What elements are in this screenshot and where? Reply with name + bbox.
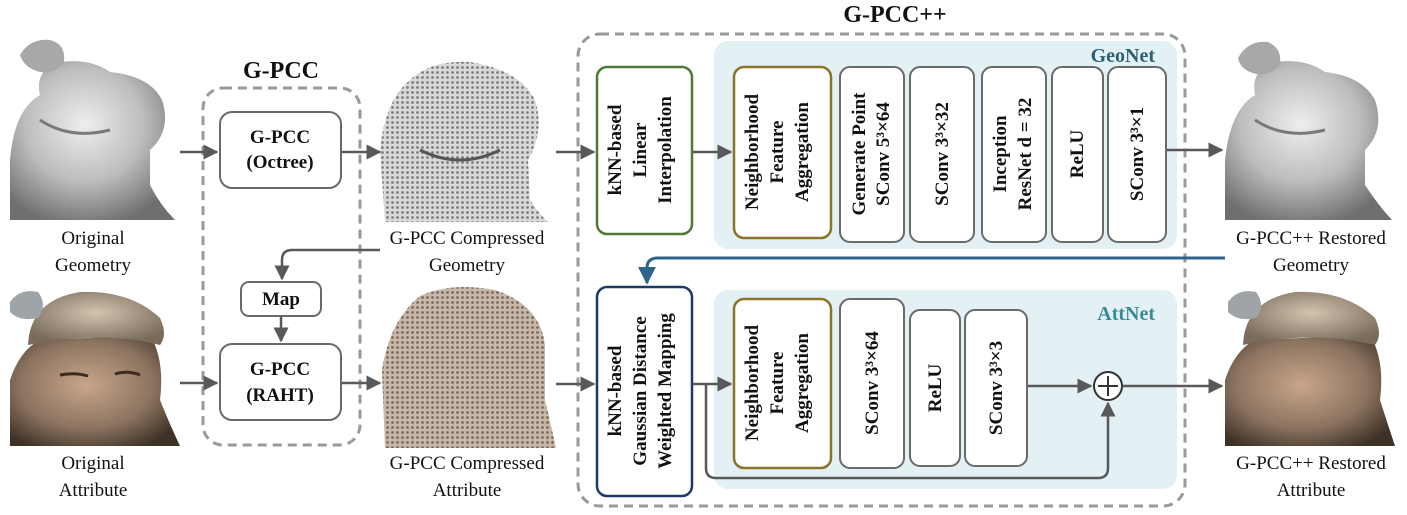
svg-text:Linear: Linear [630,122,651,177]
svg-text:Feature: Feature [767,352,788,415]
svg-text:Map: Map [262,289,300,310]
svg-text:G-PCC: G-PCC [250,359,310,380]
gpcc-title: G-PCC [243,58,319,84]
gpcc-octree-block: G-PCC (Octree) [219,111,342,189]
caption-original-attribute-line2: Attribute [59,480,128,501]
gpccpp-title: G-PCC++ [843,2,946,28]
caption-original-attribute-line1: Original [61,453,124,474]
gpcc-raht-block: G-PCC (RAHT) [219,343,342,421]
original-attribute-image [10,291,180,446]
svg-text:(Octree): (Octree) [246,152,313,173]
svg-text:kNN-based: kNN-based [605,345,626,436]
svg-text:Aggregation: Aggregation [792,333,813,433]
gpccpp-dashed-border [576,32,1187,508]
attnet-knn-block: kNN-based Gaussian Distance Weighted Map… [595,285,694,498]
svg-text:SConv 3³×3: SConv 3³×3 [986,341,1007,435]
svg-text:Gaussian Distance: Gaussian Distance [630,316,651,465]
caption-restored-attribute-line2: Attribute [1277,480,1346,501]
caption-compressed-attribute-line2: Attribute [433,480,502,501]
svg-text:ResNet d = 32: ResNet d = 32 [1015,98,1036,211]
restored-geometry-image [1225,41,1392,220]
compressed-attribute-image [382,287,556,448]
geonet-label: GeoNet [1091,45,1156,67]
svg-text:Inception: Inception [990,115,1011,193]
geonet-sconv1-block: SConv 3³×1 [1107,66,1167,243]
geonet-neighborhood-feature-aggregation-block: Neighborhood Feature Aggregation [732,65,833,240]
original-geometry-image [10,39,175,220]
caption-compressed-attribute-line1: G-PCC Compressed [390,453,545,474]
svg-text:SConv 3³×32: SConv 3³×32 [932,102,953,206]
gpccpp-arrows [556,142,1224,480]
caption-restored-geometry-line2: Geometry [1273,255,1349,276]
svg-text:SConv 3³×1: SConv 3³×1 [1127,107,1148,201]
caption-restored-attribute-line1: G-PCC++ Restored [1236,453,1386,474]
svg-text:Aggregation: Aggregation [792,102,813,202]
svg-text:SConv 5³×64: SConv 5³×64 [873,102,894,206]
gpcc-arrows [180,144,382,391]
attnet-sconv3-block: SConv 3³×3 [964,309,1028,467]
svg-text:ReLU: ReLU [925,363,946,412]
svg-text:ReLU: ReLU [1067,129,1088,178]
caption-original-geometry-line2: Geometry [55,255,131,276]
attnet-label: AttNet [1097,303,1155,325]
caption-compressed-geometry-line2: Geometry [429,255,505,276]
svg-text:Feature: Feature [767,121,788,184]
svg-text:SConv 3³×64: SConv 3³×64 [862,331,883,435]
svg-text:Interpolation: Interpolation [655,96,676,204]
svg-text:Weighted Mapping: Weighted Mapping [655,313,676,469]
attnet-neighborhood-feature-aggregation-block: Neighborhood Feature Aggregation [732,297,833,470]
attnet-sum-node [1093,371,1123,401]
caption-compressed-geometry-line1: G-PCC Compressed [390,228,545,249]
svg-text:kNN-based: kNN-based [605,104,626,195]
geonet-knn-block: kNN-based Linear Interpolation [595,65,694,236]
caption-restored-geometry-line1: G-PCC++ Restored [1236,228,1386,249]
svg-text:G-PCC: G-PCC [250,127,310,148]
svg-text:Generate Point: Generate Point [849,92,870,216]
compressed-geometry-image [380,61,548,223]
attnet-sconv64-block: SConv 3³×64 [839,298,905,469]
attnet-relu-block: ReLU [909,309,961,467]
geometry-feedback-arrow [638,256,1225,285]
geonet-relu-block: ReLU [1051,66,1104,243]
geonet-inception-block: Inception ResNet d = 32 [981,66,1047,243]
geonet-generate-point-block: Generate Point SConv 5³×64 [839,66,905,243]
caption-original-geometry-line1: Original [61,228,124,249]
geonet-sconv32-block: SConv 3³×32 [909,66,975,243]
gpcc-dashed-border [201,86,362,447]
svg-text:(RAHT): (RAHT) [246,385,314,406]
svg-text:Neighborhood: Neighborhood [742,94,763,211]
svg-text:Neighborhood: Neighborhood [742,325,763,442]
restored-attribute-image [1225,291,1395,446]
gpcc-map-block: Map [240,281,322,317]
